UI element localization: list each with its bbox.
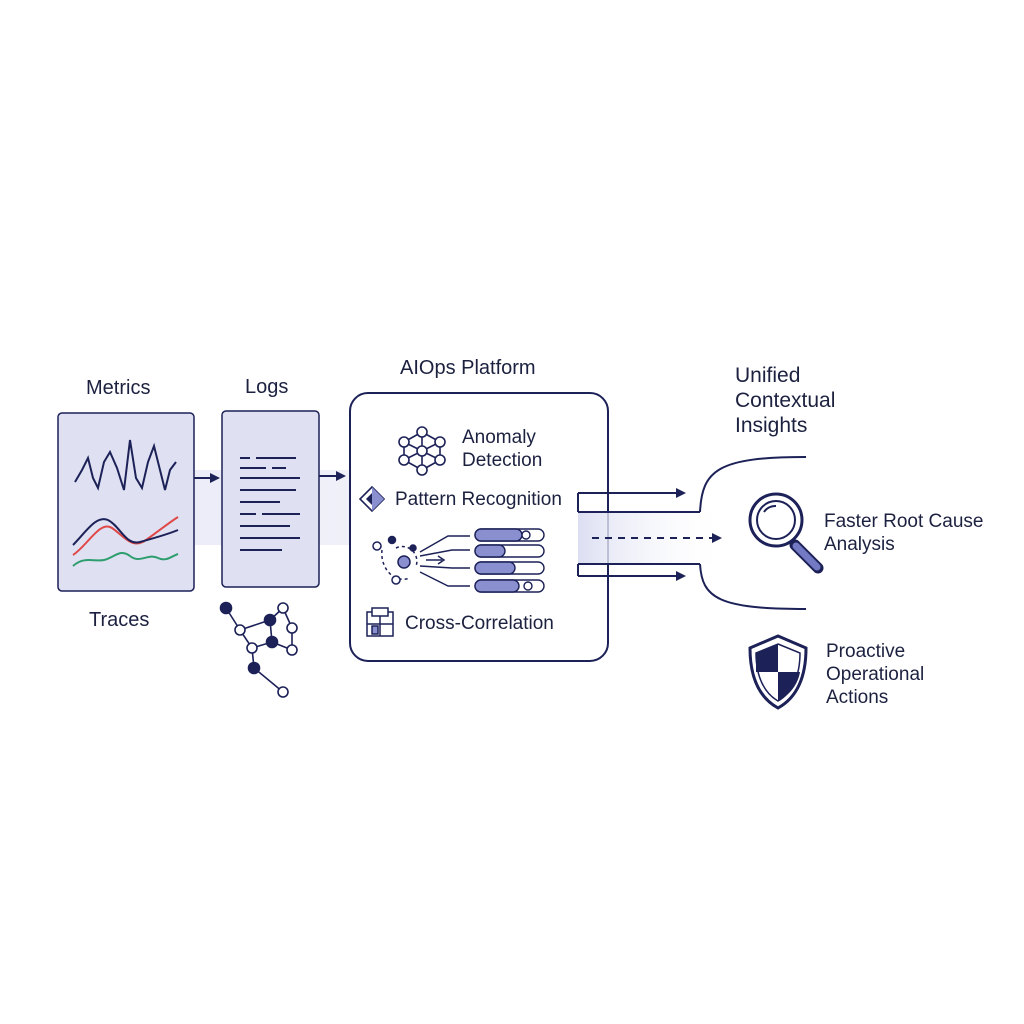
root-cause-label: Faster Root Cause Analysis [824, 511, 984, 555]
network-icon [398, 426, 446, 476]
cluster-icon [372, 535, 446, 585]
metrics-line-navy [74, 439, 177, 491]
magnifier-icon [748, 492, 824, 574]
pattern-recognition-label: Pattern Recognition [395, 489, 562, 510]
correlation-bars [474, 528, 545, 593]
metrics-label: Metrics [86, 377, 151, 399]
cross-correlation-label: Cross-Correlation [405, 613, 554, 634]
traces-label: Traces [89, 609, 150, 631]
insights-label: Unified Contextual Insights [735, 364, 836, 438]
metrics-line-dark [72, 518, 179, 546]
metrics-panel [57, 412, 195, 592]
anomaly-detection-label: Anomaly Detection [462, 427, 543, 471]
shield-icon [748, 634, 808, 710]
output-channel-fill [578, 512, 728, 564]
platform-title: AIOps Platform [400, 357, 536, 379]
logs-panel [221, 410, 320, 588]
pattern-icon [358, 485, 386, 513]
traces-graph [219, 601, 298, 698]
output-channel [577, 456, 807, 610]
metrics-line-red [72, 516, 179, 556]
grid-icon [366, 607, 394, 637]
metrics-line-green [72, 551, 179, 567]
proactive-actions-label: Proactive Operational Actions [826, 641, 925, 708]
logs-label: Logs [245, 376, 289, 398]
fan-lines [419, 535, 470, 587]
